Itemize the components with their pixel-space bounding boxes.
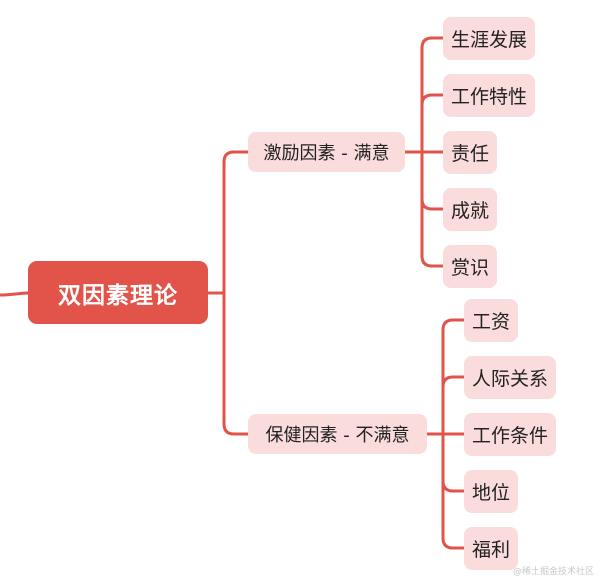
connector-leaf-career [420, 36, 445, 154]
leaf-recognition[interactable]: 赏识 [443, 245, 498, 288]
branch-motivation-factors[interactable]: 激励因素 - 满意 [248, 132, 405, 172]
leaf-salary[interactable]: 工资 [464, 299, 519, 342]
branch-hygiene-factors[interactable]: 保健因素 - 不满意 [248, 414, 427, 454]
connector-branch-hygiene [222, 291, 250, 436]
leaf-achievement[interactable]: 成就 [443, 188, 498, 231]
connector-leaf-achievement [420, 150, 445, 211]
connector-leaf-salary [441, 318, 466, 436]
leaf-welfare[interactable]: 福利 [464, 527, 519, 570]
leaf-career-development[interactable]: 生涯发展 [443, 17, 536, 60]
leaf-work-conditions[interactable]: 工作条件 [464, 413, 557, 456]
root-incoming-connector [0, 291, 30, 297]
leaf-interpersonal-relations[interactable]: 人际关系 [464, 356, 557, 399]
leaf-responsibility[interactable]: 责任 [443, 131, 498, 174]
connector-leaf-status [441, 432, 466, 493]
connector-leaf-welfare [441, 432, 466, 550]
connector-leaf-relationships [441, 375, 466, 436]
connector-leaf-recognition [420, 150, 445, 268]
connector-leaf-work-nature [420, 93, 445, 154]
watermark: @稀土掘金技术社区 [512, 567, 594, 577]
connector-branch-motivation [222, 150, 250, 295]
root-node[interactable]: 双因素理论 [28, 261, 208, 324]
leaf-status[interactable]: 地位 [464, 470, 519, 513]
leaf-work-nature[interactable]: 工作特性 [443, 74, 536, 117]
